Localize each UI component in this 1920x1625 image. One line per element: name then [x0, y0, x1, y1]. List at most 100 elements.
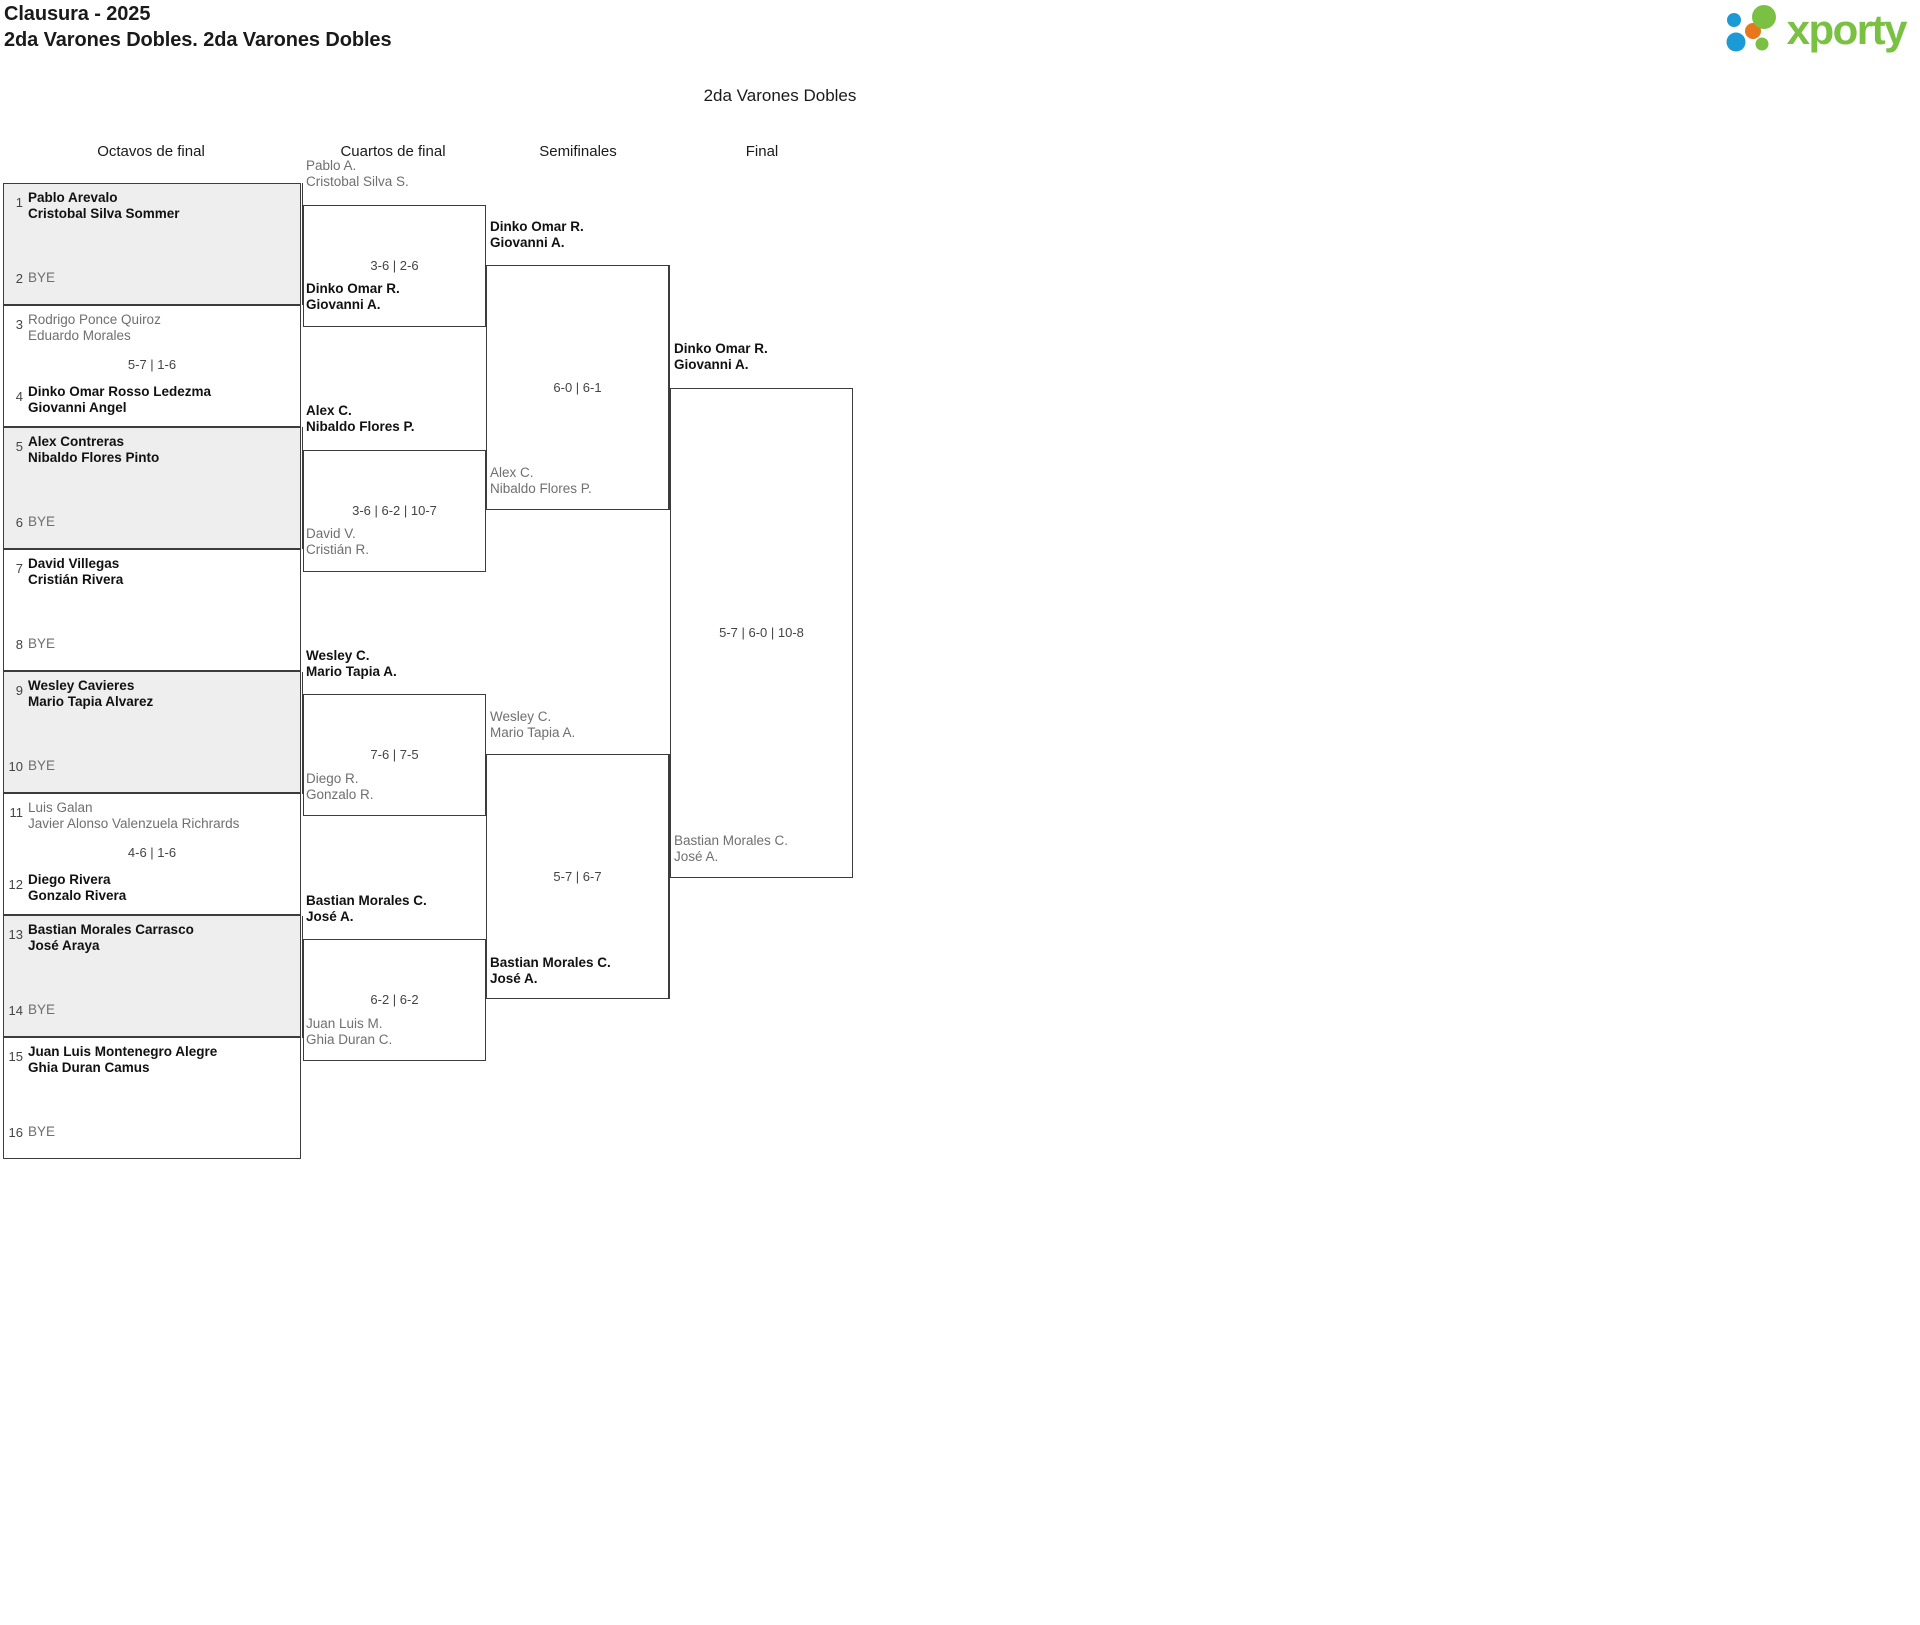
competitor-bottom: David V.Cristián R. [306, 526, 369, 557]
seed-number: 5 [15, 439, 23, 454]
seed-number: 3 [15, 317, 23, 332]
competitor-line-2: Giovanni A. [490, 234, 565, 250]
seed-number: 10 [8, 759, 23, 774]
bracket-connector [302, 916, 303, 1038]
competitor-bottom: Dinko Omar R.Giovanni A. [306, 281, 400, 312]
match-score: 5-7 | 1-6 [127, 357, 177, 372]
xporty-logo: xporty [1723, 4, 1908, 56]
final-match-box[interactable]: 5-7 | 6-0 | 10-8 [670, 388, 853, 878]
bracket-connector [302, 183, 303, 305]
competitor-line-2: Cristián Rivera [28, 571, 124, 587]
competitor-line-1: Bastian Morales Carrasco [28, 922, 194, 937]
seed-number: 11 [9, 805, 24, 820]
match-score: 3-6 | 2-6 [370, 258, 419, 273]
round-header-octavos: Octavos de final [97, 143, 205, 160]
competitor-line-1: Bastian Morales C. [674, 833, 789, 848]
category-name: 2da Varones Dobles. 2da Varones Dobles [4, 28, 392, 51]
competitor-line-1: Dinko Omar Rosso Ledezma [28, 384, 212, 399]
competitor-line-2: José Araya [28, 937, 100, 953]
competitor-line-2: Nibaldo Flores P. [490, 480, 592, 496]
competitor-line-2: Ghia Duran Camus [28, 1059, 150, 1075]
bracket-connector [302, 672, 303, 794]
seed-number: 8 [15, 637, 23, 652]
match-score: 6-0 | 6-1 [553, 379, 602, 395]
competitor-line-2: Nibaldo Flores P. [306, 418, 415, 434]
competitor-line-2: Gonzalo R. [306, 786, 374, 802]
round-header-cuartos: Cuartos de final [340, 143, 446, 160]
competitor-line-2: Eduardo Morales [28, 327, 131, 343]
competitor-top: Pablo A.Cristobal Silva S. [306, 158, 409, 189]
competitor-line-1: Rodrigo Ponce Quiroz [28, 312, 161, 327]
competitor-line-2: Mario Tapia A. [490, 724, 576, 740]
r1-competitor-row-bottom[interactable]: 10 BYE [4, 748, 300, 792]
bracket-connector [669, 265, 670, 510]
competitor-line-2: Cristián R. [306, 541, 370, 557]
competitor-line-1: Juan Luis Montenegro Alegre [28, 1044, 218, 1059]
competitor-line-1: Dinko Omar R. [674, 341, 768, 356]
page-title: Clausura - 2025 2da Varones Dobles. 2da … [4, 2, 392, 53]
competitor-line-2: Giovanni A. [306, 296, 381, 312]
competitor-line-1: Luis Galan [28, 800, 93, 815]
competitor-line-2: Giovanni Angel [28, 399, 127, 415]
competitor-line-1: Wesley C. [306, 648, 370, 663]
competitor-names: BYE [28, 1114, 55, 1140]
match-score: 4-6 | 1-6 [127, 845, 177, 860]
match-score: 5-7 | 6-7 [553, 868, 602, 884]
sf-match-box[interactable]: 6-0 | 6-1 [486, 265, 669, 510]
competitor-line-1: Pablo A. [306, 158, 357, 173]
competitor-names: BYE [28, 992, 55, 1018]
competitor-bottom: Bastian Morales C.José A. [490, 955, 611, 986]
competitor-line-2: Cristobal Silva Sommer [28, 205, 180, 221]
competitor-line-2: José A. [306, 908, 354, 924]
competitor-names: BYE [28, 504, 55, 530]
competitor-line-1: Pablo Arevalo [28, 190, 118, 205]
competitor-line-2: Nibaldo Flores Pinto [28, 449, 160, 465]
bracket-connector [485, 939, 486, 1061]
competitor-line-1: Dinko Omar R. [306, 281, 400, 296]
brand-wordmark: xporty [1786, 6, 1908, 53]
bracket-connector [485, 450, 486, 572]
competitor-bottom: Diego R.Gonzalo R. [306, 771, 374, 802]
competitor-line-1: Juan Luis M. [306, 1016, 383, 1031]
competitor-line-1: BYE [28, 1124, 56, 1139]
tournament-name: Clausura - 2025 [4, 3, 151, 25]
competitor-line-1: Wesley C. [490, 709, 552, 724]
competitor-line-2: Gonzalo Rivera [28, 887, 127, 903]
sf-match-box[interactable]: 5-7 | 6-7 [486, 754, 669, 999]
competitor-line-1: BYE [28, 758, 56, 773]
competitor-line-2: José A. [674, 848, 719, 864]
competitor-line-1: Wesley Cavieres [28, 678, 135, 693]
competitor-line-2: Mario Tapia Alvarez [28, 693, 154, 709]
bracket-connector [485, 694, 486, 816]
bracket-connector [669, 754, 670, 999]
